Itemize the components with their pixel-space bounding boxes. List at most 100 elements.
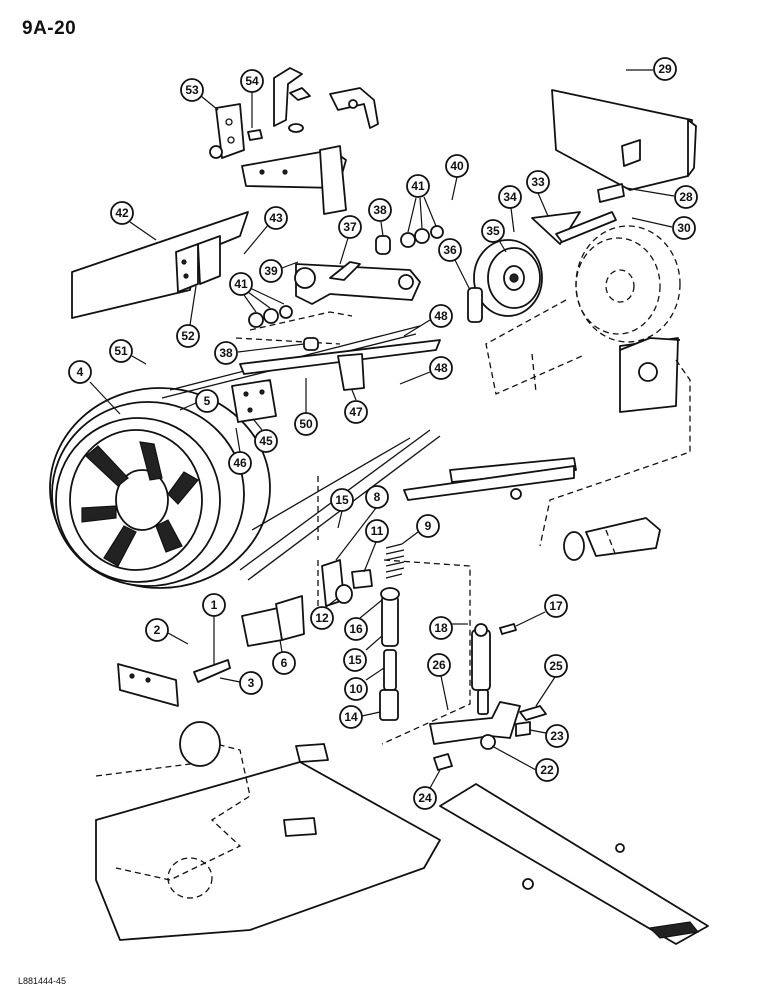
stud-36 (467, 287, 483, 323)
bracket-6 (241, 595, 305, 647)
callout-label: 40 (450, 159, 464, 173)
callout-35: 35 (481, 219, 507, 253)
callout-3: 3 (219, 671, 263, 695)
cylinder-18 (471, 623, 491, 715)
callout-14: 14 (339, 705, 381, 729)
cover-upper-right (551, 89, 697, 191)
main-pulley-4 (49, 387, 271, 589)
callout-25: 25 (535, 654, 568, 707)
callout-8: 8 (335, 485, 389, 561)
callout-label: 45 (259, 434, 273, 448)
callout-label: 12 (315, 611, 329, 625)
callout-label: 47 (349, 405, 363, 419)
callout-17: 17 (515, 594, 568, 627)
callout-label: 11 (371, 524, 384, 538)
callout-36: 36 (438, 238, 471, 291)
bracket-upper-left (209, 103, 245, 159)
callout-45: 45 (253, 419, 278, 453)
callout-28: 28 (625, 185, 698, 209)
dashed-guides-arm (235, 311, 353, 345)
callout-label: 54 (245, 74, 259, 88)
callout-53: 53 (180, 78, 219, 111)
rod-10-14 (379, 587, 400, 721)
callout-label: 37 (343, 220, 357, 234)
support-1 (117, 659, 231, 707)
callout-label: 25 (549, 659, 563, 673)
callout-10: 10 (344, 667, 385, 701)
callout-label: 48 (434, 361, 448, 375)
callout-label: 2 (154, 623, 161, 637)
tightener-rod-50 (239, 337, 441, 391)
callout-15-lower: 15 (343, 635, 383, 672)
callout-38-upper: 38 (368, 198, 392, 237)
callout-label: 38 (373, 203, 387, 217)
callout-5: 5 (179, 389, 219, 413)
callout-41-lower: 41 (229, 272, 285, 313)
callout-24: 24 (413, 769, 441, 810)
callout-label: 52 (181, 329, 195, 343)
callout-6: 6 (272, 639, 296, 675)
washer-12 (335, 584, 353, 604)
callout-label: 22 (540, 763, 554, 777)
callout-50: 50 (294, 378, 318, 436)
callout-label: 36 (443, 243, 457, 257)
bracket-22 (429, 701, 521, 750)
callout-30: 30 (631, 216, 696, 240)
bracket-upper-small (273, 67, 311, 133)
rail-right (403, 457, 577, 501)
callout-43: 43 (243, 206, 288, 255)
pin-17 (499, 623, 517, 635)
callout-label: 14 (344, 710, 358, 724)
callout-label: 15 (348, 653, 362, 667)
callout-29: 29 (626, 57, 677, 81)
callout-40: 40 (445, 154, 469, 201)
callout-label: 1 (211, 598, 218, 612)
callout-52: 52 (176, 285, 200, 348)
callout-2: 2 (145, 618, 189, 645)
callout-label: 41 (411, 179, 425, 193)
callout-label: 5 (204, 394, 211, 408)
bracket-upper-right (329, 87, 379, 129)
callout-label: 39 (264, 264, 278, 278)
callout-label: 4 (77, 365, 84, 379)
callout-46: 46 (228, 427, 252, 475)
callout-label: 8 (374, 490, 381, 504)
callout-label: 15 (335, 493, 349, 507)
washers-41-lower (248, 305, 293, 328)
nut-24 (433, 753, 453, 771)
callout-15-upper: 15 (330, 488, 354, 529)
callout-label: 34 (503, 190, 517, 204)
bolt-25 (519, 705, 547, 721)
nut-11 (351, 569, 373, 589)
callout-41-upper: 41 (406, 174, 437, 233)
callout-label: 6 (281, 656, 288, 670)
callout-23: 23 (529, 724, 569, 748)
callout-label: 38 (219, 346, 233, 360)
lower-shield-right (439, 783, 709, 945)
callout-54: 54 (240, 69, 264, 128)
callout-label: 16 (349, 622, 363, 636)
callout-26: 26 (427, 653, 451, 711)
callout-9: 9 (401, 514, 440, 545)
callout-label: 35 (486, 224, 500, 238)
callout-48-upper: 48 (403, 304, 453, 337)
callout-22: 22 (491, 745, 559, 782)
nut-23 (515, 721, 531, 737)
callout-label: 26 (432, 658, 446, 672)
callout-11: 11 (363, 519, 389, 573)
callout-label: 48 (434, 309, 448, 323)
callout-38-lower: 38 (214, 341, 305, 365)
fitting-right (563, 517, 661, 561)
callout-42: 42 (110, 201, 157, 241)
callout-label: 28 (679, 190, 693, 204)
callout-37: 37 (338, 215, 362, 265)
callout-label: 9 (425, 519, 432, 533)
callout-18: 18 (429, 616, 468, 640)
callout-label: 50 (299, 417, 313, 431)
page-title: 9A-20 (22, 18, 77, 39)
reference-code: L881444-45 (18, 976, 67, 986)
spring-9 (385, 543, 405, 579)
callout-48-lower: 48 (399, 356, 453, 385)
dashed-pulley-right (485, 225, 681, 395)
callout-12: 12 (310, 597, 339, 630)
